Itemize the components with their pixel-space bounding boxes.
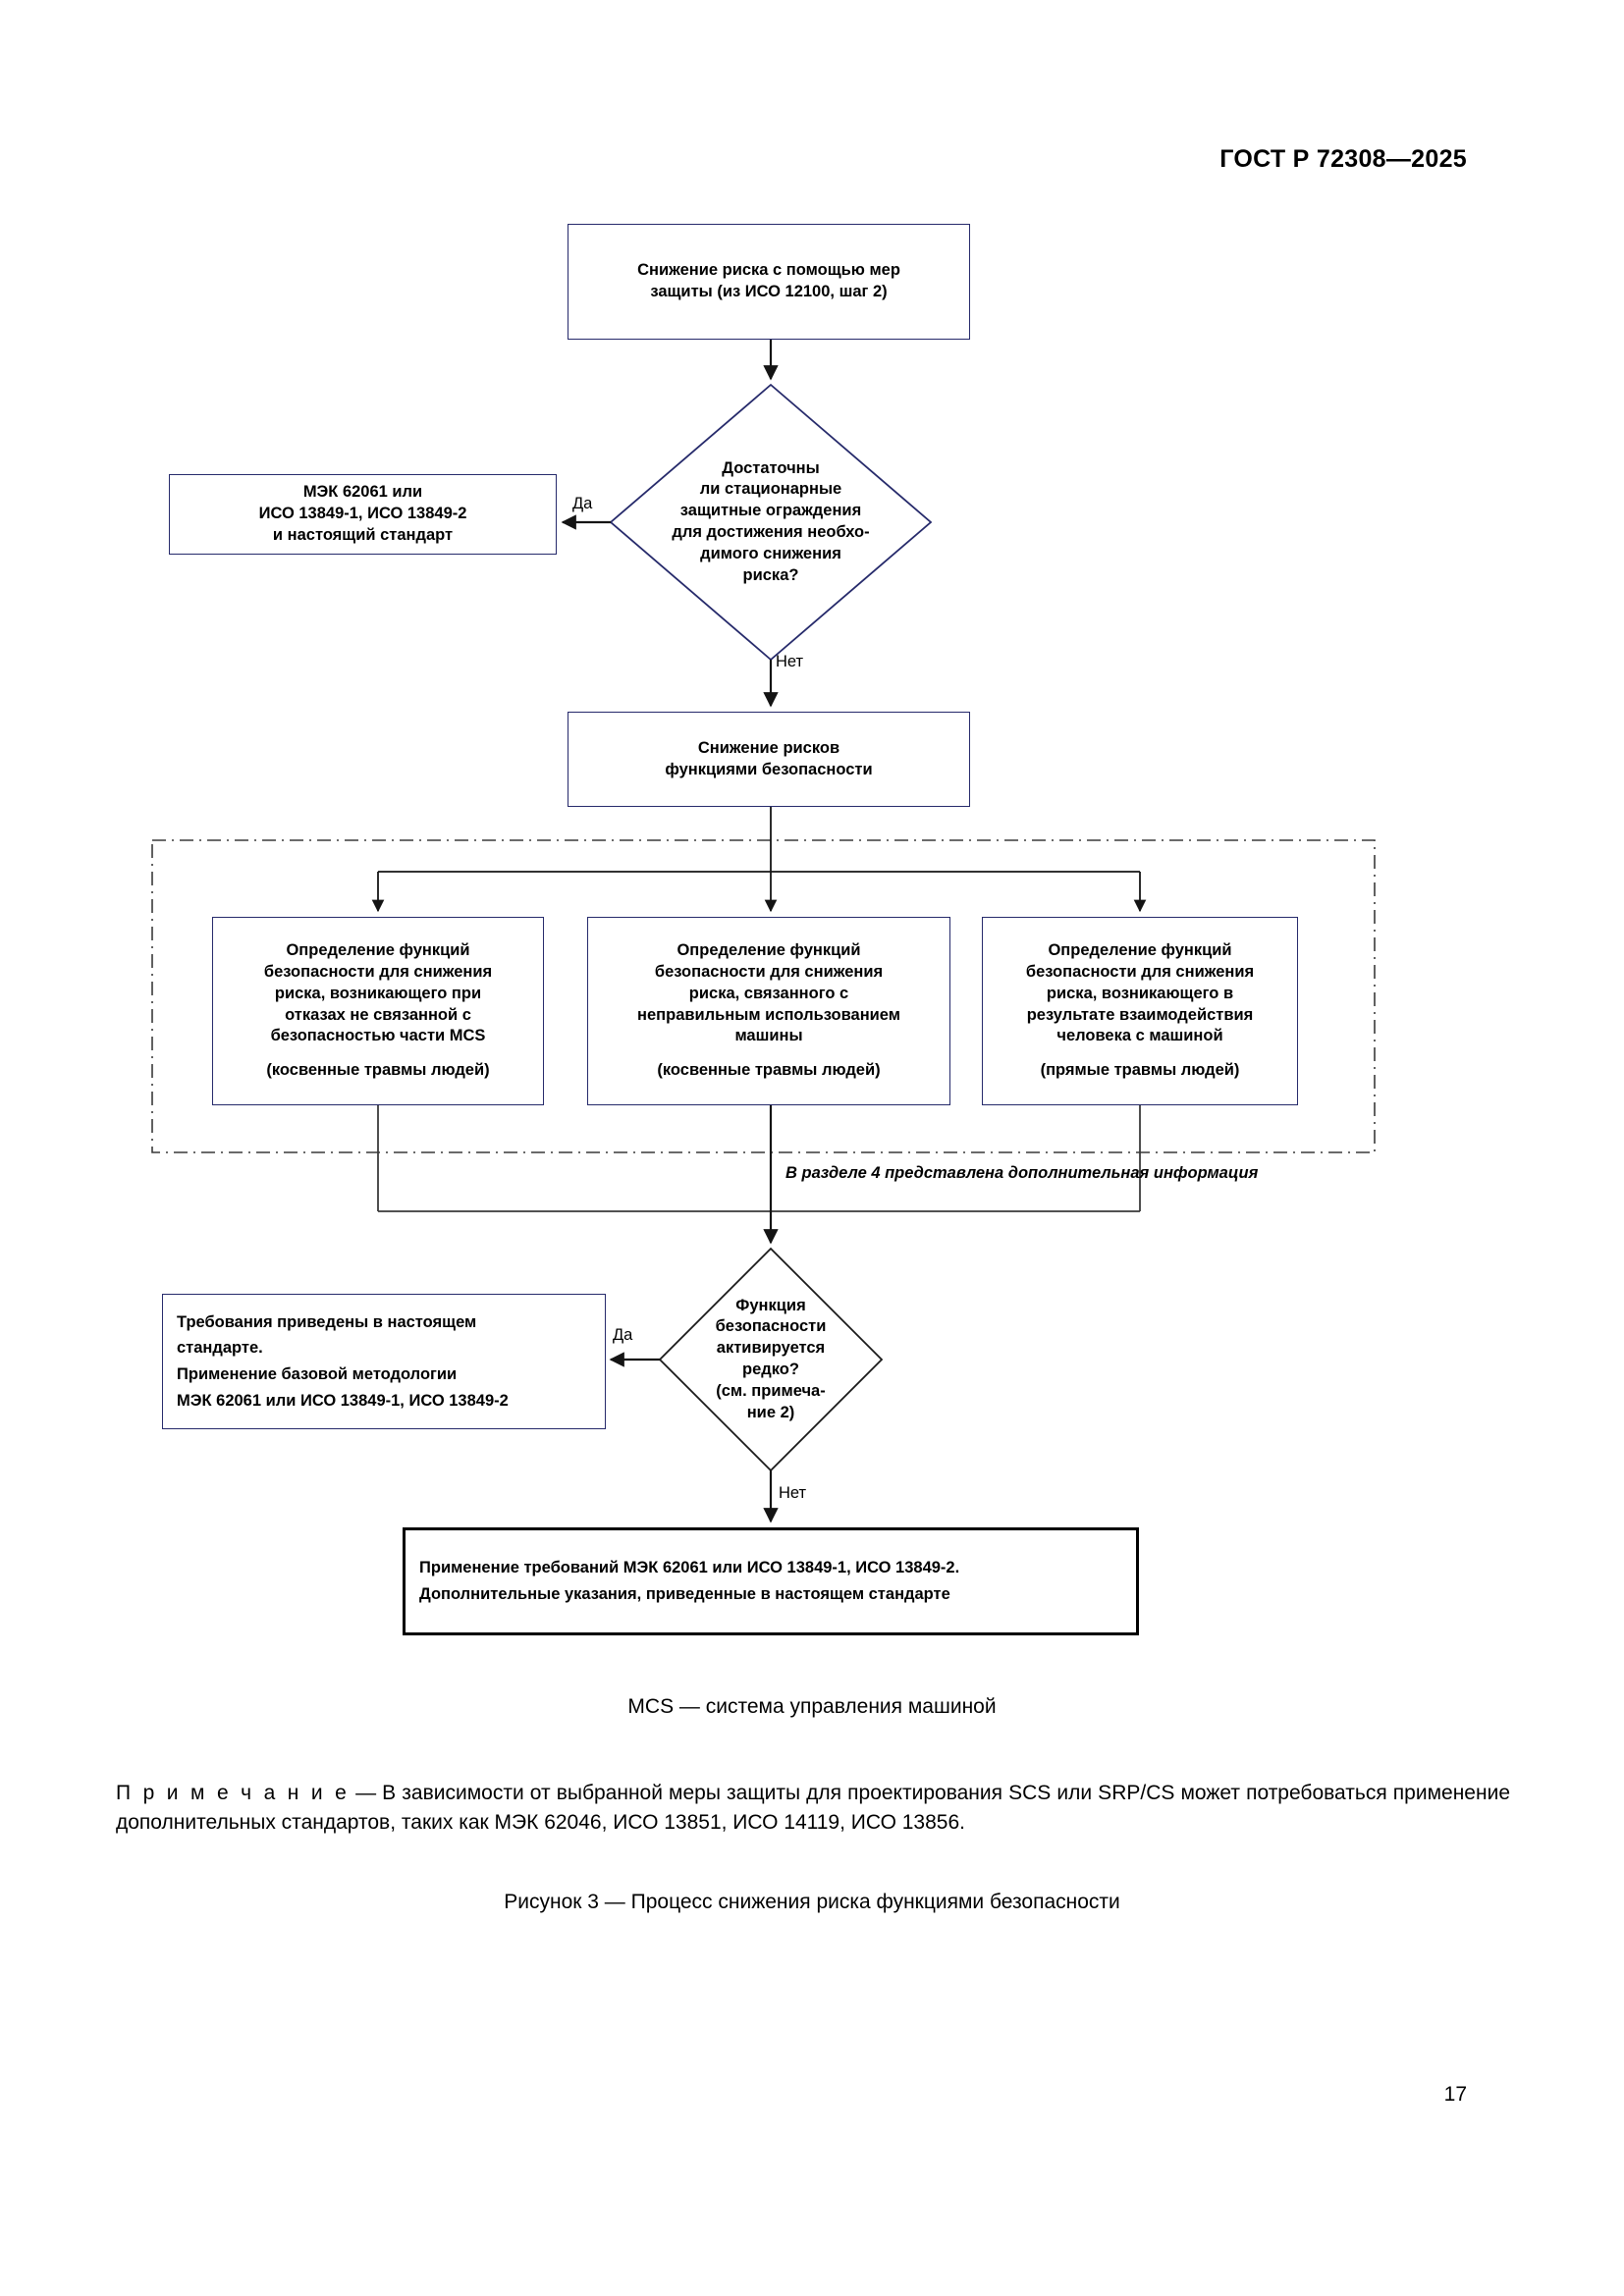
node-iec-62061-iso-13849-standards: МЭК 62061 или ИСО 13849-1, ИСО 13849-2 и… xyxy=(169,474,557,555)
node-line: Требования приведены в настоящем xyxy=(177,1312,477,1331)
node-line: Определение функций xyxy=(286,940,470,959)
note-label: П р и м е ч а н и е xyxy=(116,1782,350,1804)
node-line: редко? xyxy=(742,1361,799,1378)
flowchart-connectors-layer xyxy=(151,340,1376,1523)
figure-legend-mcs: MCS — система управления машиной xyxy=(627,1695,997,1718)
figure-3-flowchart: Снижение риска с помощью мер защиты (из … xyxy=(151,224,1376,1635)
edge-label-yes-1: Да xyxy=(572,495,593,512)
figure-caption: Рисунок 3 — Процесс снижения риска функц… xyxy=(504,1891,1120,1913)
node-line: риска? xyxy=(742,565,799,584)
node-apply-iec-62061-iso-13849-requirements: Применение требований МЭК 62061 или ИСО … xyxy=(403,1527,1139,1635)
node-safety-functions-mcs-failures: Определение функций безопасности для сни… xyxy=(212,917,544,1105)
decision-1-label: Достаточны ли стационарные защитные огра… xyxy=(648,444,893,601)
node-suffix: (косвенные травмы людей) xyxy=(657,1061,881,1080)
dashed-group-region xyxy=(151,839,1376,1153)
node-line: Определение функций xyxy=(677,940,861,959)
node-risk-reduction-by-safety-functions: Снижение рисков функциями безопасности xyxy=(568,712,970,807)
node-suffix: (прямые травмы людей) xyxy=(1040,1061,1240,1080)
node-line: неправильным использованием xyxy=(637,1005,900,1024)
node-line: защиты (из ИСО 12100, шаг 2) xyxy=(650,283,888,300)
node-line: стандарте. xyxy=(177,1339,263,1358)
node-line: риска, возникающего при xyxy=(274,984,482,1002)
document-header-standard-id: ГОСТ Р 72308—2025 xyxy=(1219,145,1467,173)
figure-note-paragraph: П р и м е ч а н и е — В зависимости от в… xyxy=(116,1779,1510,1838)
spacer xyxy=(588,1047,949,1060)
node-line: для достижения необхо- xyxy=(672,523,870,541)
node-line: безопасностью части MCS xyxy=(270,1027,486,1045)
node-line: Определение функций xyxy=(1048,940,1232,959)
node-line: МЭК 62061 или xyxy=(302,483,423,502)
edge-label-yes-2: Да xyxy=(613,1326,633,1344)
node-line: Снижение риска с помощью мер xyxy=(637,261,900,280)
edge-label-no-2: Нет xyxy=(779,1484,807,1502)
node-line: ли стационарные xyxy=(699,480,842,499)
node-line: и настоящий стандарт xyxy=(272,525,454,544)
node-line: димого снижения xyxy=(700,544,841,562)
node-line: защитные ограждения xyxy=(679,502,862,520)
node-line: безопасности для снижения xyxy=(1025,962,1255,981)
node-line: безопасности для снижения xyxy=(263,962,493,981)
node-line: МЭК 62061 или ИСО 13849-1, ИСО 13849-2 xyxy=(177,1391,509,1410)
node-line: Достаточны xyxy=(722,458,820,477)
page-number: 17 xyxy=(1443,2083,1467,2106)
node-line: функциями безопасности xyxy=(665,760,873,778)
node-line: Дополнительные указания, приведенные в н… xyxy=(419,1585,950,1603)
node-line: безопасности для снижения xyxy=(654,962,884,981)
node-risk-reduction-protective-measures: Снижение риска с помощью мер защиты (из … xyxy=(568,224,970,340)
node-line: активируется xyxy=(716,1339,826,1358)
node-line: Функция xyxy=(735,1296,806,1314)
node-line: машины xyxy=(734,1027,803,1045)
spacer xyxy=(213,1047,543,1060)
node-line: безопасности xyxy=(715,1317,827,1336)
node-line: риска, связанного с xyxy=(688,984,849,1002)
node-line: ние 2) xyxy=(746,1403,795,1421)
node-safety-functions-human-machine-interaction: Определение функций безопасности для сни… xyxy=(982,917,1298,1105)
node-line: ИСО 13849-1, ИСО 13849-2 xyxy=(258,505,467,523)
spacer xyxy=(983,1047,1297,1060)
section-4-reference-note: В разделе 4 представлена дополнительная … xyxy=(785,1164,1259,1182)
node-line: риска, возникающего в xyxy=(1046,984,1234,1002)
node-line: Снижение рисков xyxy=(697,738,840,757)
node-line: Применение требований МЭК 62061 или ИСО … xyxy=(419,1559,960,1577)
node-suffix: (косвенные травмы людей) xyxy=(266,1061,490,1080)
node-line: (см. примеча- xyxy=(716,1381,826,1400)
node-line: результате взаимодействия xyxy=(1026,1005,1254,1024)
node-line: отказах не связанной с xyxy=(285,1005,471,1024)
node-line: Применение базовой методологии xyxy=(177,1365,458,1383)
node-safety-functions-misuse: Определение функций безопасности для сни… xyxy=(587,917,950,1105)
node-requirements-in-this-standard: Требования приведены в настоящем стандар… xyxy=(162,1294,606,1429)
node-line: человека с машиной xyxy=(1056,1027,1223,1045)
edge-label-no-1: Нет xyxy=(776,653,804,670)
note-text: — В зависимости от выбранной меры защиты… xyxy=(116,1782,1510,1834)
decision-2-label: Функция безопасности активируется редко?… xyxy=(660,1286,882,1433)
